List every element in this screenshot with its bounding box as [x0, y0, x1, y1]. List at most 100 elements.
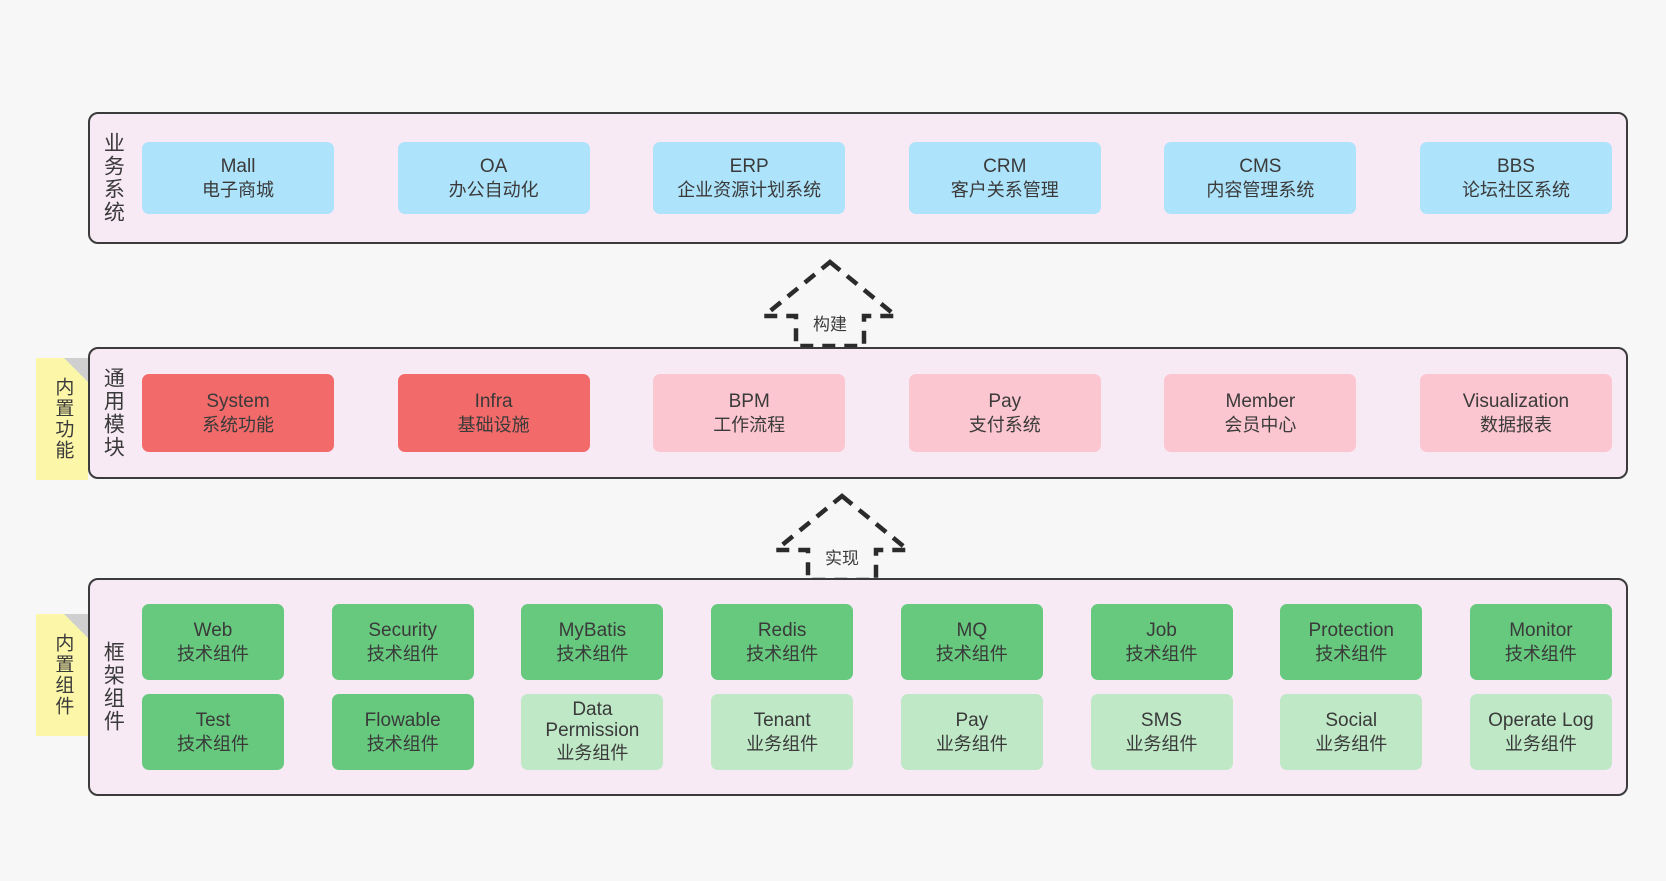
- component-card-redis[interactable]: Redis 技术组件: [711, 604, 854, 680]
- layer-title-common-modules: 通用模块: [101, 367, 125, 459]
- component-name: MyBatis: [558, 619, 627, 641]
- module-name: System: [206, 390, 270, 412]
- layer-framework-components: 框架组件 Web 技术组件 Security 技术组件 MyBatis 技术组件…: [88, 578, 1628, 796]
- module-subtitle: 客户关系管理: [950, 179, 1059, 200]
- component-name: Security: [368, 619, 438, 641]
- component-name: Social: [1325, 709, 1378, 731]
- component-name: Data Permission: [545, 698, 640, 741]
- component-name: Tenant: [753, 709, 811, 731]
- component-name: Test: [195, 709, 231, 731]
- module-name: CRM: [983, 155, 1027, 177]
- component-name: Pay: [955, 709, 989, 731]
- module-subtitle: 工作流程: [713, 414, 786, 435]
- layer-common-modules: 通用模块 System 系统功能 Infra 基础设施 BPM 工作流程 Pay…: [88, 347, 1628, 479]
- component-card-flowable[interactable]: Flowable 技术组件: [331, 694, 474, 770]
- component-card-tenant[interactable]: Tenant 业务组件: [711, 694, 854, 770]
- module-card-bbs[interactable]: BBS 论坛社区系统: [1419, 142, 1612, 214]
- component-name: Web: [193, 619, 233, 641]
- component-card-operate-log[interactable]: Operate Log 业务组件: [1469, 694, 1612, 770]
- component-row-technical: Web 技术组件 Security 技术组件 MyBatis 技术组件 Redi…: [142, 604, 1612, 680]
- layer-title-framework-components: 框架组件: [101, 641, 125, 733]
- component-subtitle: 技术组件: [366, 643, 439, 664]
- module-card-system[interactable]: System 系统功能: [142, 374, 334, 452]
- module-card-cms[interactable]: CMS 内容管理系统: [1164, 142, 1357, 214]
- component-name: MQ: [956, 619, 988, 641]
- module-subtitle: 支付系统: [968, 414, 1041, 435]
- layer-title-business-systems: 业务系统: [101, 132, 125, 224]
- module-name: Visualization: [1462, 390, 1570, 412]
- module-name: BBS: [1496, 155, 1535, 177]
- module-subtitle: 系统功能: [202, 414, 274, 435]
- module-subtitle: 会员中心: [1224, 414, 1297, 435]
- component-name: SMS: [1140, 709, 1183, 731]
- component-card-job[interactable]: Job 技术组件: [1090, 604, 1233, 680]
- component-card-protection[interactable]: Protection 技术组件: [1280, 604, 1423, 680]
- component-subtitle: 技术组件: [556, 643, 629, 664]
- module-card-oa[interactable]: OA 办公自动化: [397, 142, 590, 214]
- layer-body-framework-components: Web 技术组件 Security 技术组件 MyBatis 技术组件 Redi…: [134, 580, 1626, 794]
- component-subtitle: 业务组件: [746, 733, 819, 754]
- module-card-erp[interactable]: ERP 企业资源计划系统: [653, 142, 846, 214]
- module-name: Member: [1225, 390, 1296, 412]
- module-subtitle: 数据报表: [1479, 414, 1552, 435]
- module-card-pay[interactable]: Pay 支付系统: [908, 374, 1101, 452]
- component-name: Protection: [1308, 619, 1394, 641]
- layer-body-common-modules: System 系统功能 Infra 基础设施 BPM 工作流程 Pay 支付系统…: [134, 349, 1626, 477]
- component-card-sms[interactable]: SMS 业务组件: [1090, 694, 1233, 770]
- sticky-note-label: 内置功能: [52, 377, 74, 461]
- module-subtitle: 论坛社区系统: [1461, 179, 1570, 200]
- layer-business-systems: 业务系统 Mall 电子商城 OA 办公自动化 ERP 企业资源计划系统 CRM…: [88, 112, 1628, 244]
- component-card-mq[interactable]: MQ 技术组件: [900, 604, 1043, 680]
- component-card-mybatis[interactable]: MyBatis 技术组件: [521, 604, 664, 680]
- module-name: CMS: [1239, 155, 1282, 177]
- module-name: Infra: [474, 390, 513, 412]
- component-card-monitor[interactable]: Monitor 技术组件: [1469, 604, 1612, 680]
- component-subtitle: 技术组件: [1125, 643, 1198, 664]
- module-row: Mall 电子商城 OA 办公自动化 ERP 企业资源计划系统 CRM 客户关系…: [142, 142, 1612, 214]
- component-name: Monitor: [1509, 619, 1573, 641]
- module-name: OA: [479, 155, 508, 177]
- module-name: ERP: [729, 155, 769, 177]
- component-card-data-permission[interactable]: Data Permission 业务组件: [521, 694, 664, 770]
- module-card-crm[interactable]: CRM 客户关系管理: [908, 142, 1101, 214]
- component-subtitle: 业务组件: [1504, 733, 1577, 754]
- component-subtitle: 技术组件: [1315, 643, 1388, 664]
- layer-body-business-systems: Mall 电子商城 OA 办公自动化 ERP 企业资源计划系统 CRM 客户关系…: [134, 114, 1626, 242]
- component-row-business: Test 技术组件 Flowable 技术组件 Data Permission …: [142, 694, 1612, 770]
- component-name: Redis: [757, 619, 807, 641]
- module-card-member[interactable]: Member 会员中心: [1164, 374, 1357, 452]
- component-subtitle: 技术组件: [366, 733, 439, 754]
- sticky-note-builtin-features: 内置功能: [36, 358, 88, 480]
- component-card-test[interactable]: Test 技术组件: [142, 694, 284, 770]
- component-name: Operate Log: [1488, 709, 1594, 731]
- module-card-bpm[interactable]: BPM 工作流程: [653, 374, 846, 452]
- component-name: Job: [1146, 619, 1177, 641]
- module-row: System 系统功能 Infra 基础设施 BPM 工作流程 Pay 支付系统…: [142, 374, 1612, 452]
- component-subtitle: 技术组件: [177, 643, 249, 664]
- sticky-note-label: 内置组件: [52, 633, 74, 717]
- module-card-visualization[interactable]: Visualization 数据报表: [1419, 374, 1612, 452]
- module-subtitle: 电子商城: [202, 179, 274, 200]
- note-fold-corner: [64, 358, 88, 382]
- component-subtitle: 业务组件: [1125, 733, 1198, 754]
- note-fold-corner: [64, 614, 88, 638]
- connector-label-implement: 实现: [825, 549, 859, 568]
- component-subtitle: 技术组件: [1504, 643, 1577, 664]
- component-card-web[interactable]: Web 技术组件: [142, 604, 284, 680]
- component-subtitle: 技术组件: [177, 733, 249, 754]
- connector-implement-arrow: 实现: [769, 492, 915, 583]
- component-card-security[interactable]: Security 技术组件: [331, 604, 474, 680]
- component-card-social[interactable]: Social 业务组件: [1280, 694, 1423, 770]
- module-name: Pay: [988, 390, 1022, 412]
- module-subtitle: 内容管理系统: [1206, 179, 1315, 200]
- component-subtitle: 业务组件: [556, 742, 629, 763]
- connector-build-arrow: 构建: [757, 258, 903, 349]
- module-subtitle: 基础设施: [457, 414, 530, 435]
- module-card-infra[interactable]: Infra 基础设施: [397, 374, 590, 452]
- module-card-mall[interactable]: Mall 电子商城: [142, 142, 334, 214]
- connector-label-build: 构建: [813, 315, 847, 334]
- component-subtitle: 业务组件: [1315, 733, 1388, 754]
- component-card-pay[interactable]: Pay 业务组件: [900, 694, 1043, 770]
- sticky-note-builtin-components: 内置组件: [36, 614, 88, 736]
